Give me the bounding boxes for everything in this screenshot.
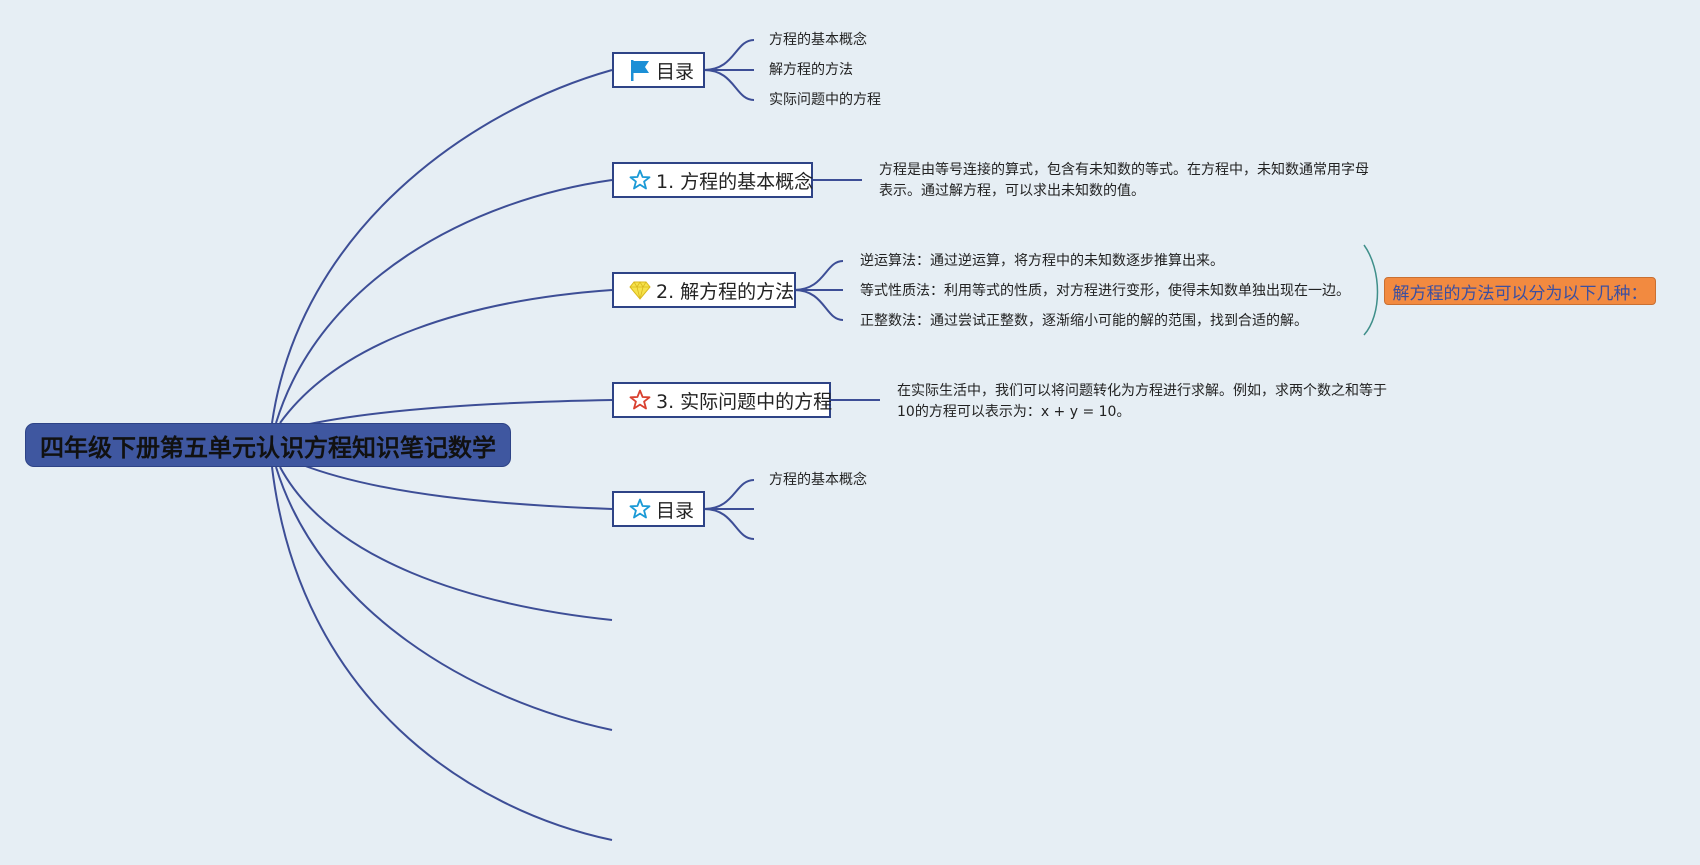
root-topic[interactable]: 四年级下册第五单元认识方程知识笔记数学 xyxy=(25,423,511,467)
methods-summary[interactable]: 解方程的方法可以分为以下几种： xyxy=(1384,277,1656,305)
toc-item[interactable]: 实际问题中的方程 xyxy=(769,92,881,108)
branch-solving-methods[interactable]: 2. 解方程的方法 xyxy=(612,272,796,308)
summary-brace xyxy=(1363,244,1379,336)
branch-basic-concept[interactable]: 1. 方程的基本概念 xyxy=(612,162,813,198)
branch-label: 目录 xyxy=(656,499,695,522)
branch-label: 2. 解方程的方法 xyxy=(656,280,795,303)
toc-item[interactable]: 解方程的方法 xyxy=(769,62,853,78)
branch-label: 1. 方程的基本概念 xyxy=(656,170,814,193)
star-outline-blue-icon xyxy=(628,168,652,192)
toc-item[interactable]: 方程的基本概念 xyxy=(769,472,867,488)
concept-note: 方程是由等号连接的算式，包含有未知数的等式。在方程中，未知数通常用字母表示。通过… xyxy=(879,162,1369,199)
toc-item[interactable]: 方程的基本概念 xyxy=(769,32,867,48)
diamond-icon xyxy=(628,278,652,302)
method-item[interactable]: 正整数法：通过尝试正整数，逐渐缩小可能的解的范围，找到合适的解。 xyxy=(860,313,1308,329)
practical-note: 在实际生活中，我们可以将问题转化为方程进行求解。例如，求两个数之和等于10的方程… xyxy=(897,383,1387,420)
branch-practical-problems[interactable]: 3. 实际问题中的方程 xyxy=(612,382,833,418)
flag-icon xyxy=(628,58,652,82)
branch-label: 3. 实际问题中的方程 xyxy=(656,390,833,413)
branch-label: 目录 xyxy=(656,60,695,83)
star-outline-red-icon xyxy=(628,388,652,412)
method-item[interactable]: 逆运算法：通过逆运算，将方程中的未知数逐步推算出来。 xyxy=(860,253,1224,269)
branch-toc[interactable]: 目录 xyxy=(612,52,705,88)
branch-toc-2[interactable]: 目录 xyxy=(612,491,705,527)
method-item[interactable]: 等式性质法：利用等式的性质，对方程进行变形，使得未知数单独出现在一边。 xyxy=(860,283,1350,299)
star-outline-blue-icon xyxy=(628,497,652,521)
root-title: 四年级下册第五单元认识方程知识笔记数学 xyxy=(40,433,496,462)
summary-text: 解方程的方法可以分为以下几种： xyxy=(1392,283,1648,304)
